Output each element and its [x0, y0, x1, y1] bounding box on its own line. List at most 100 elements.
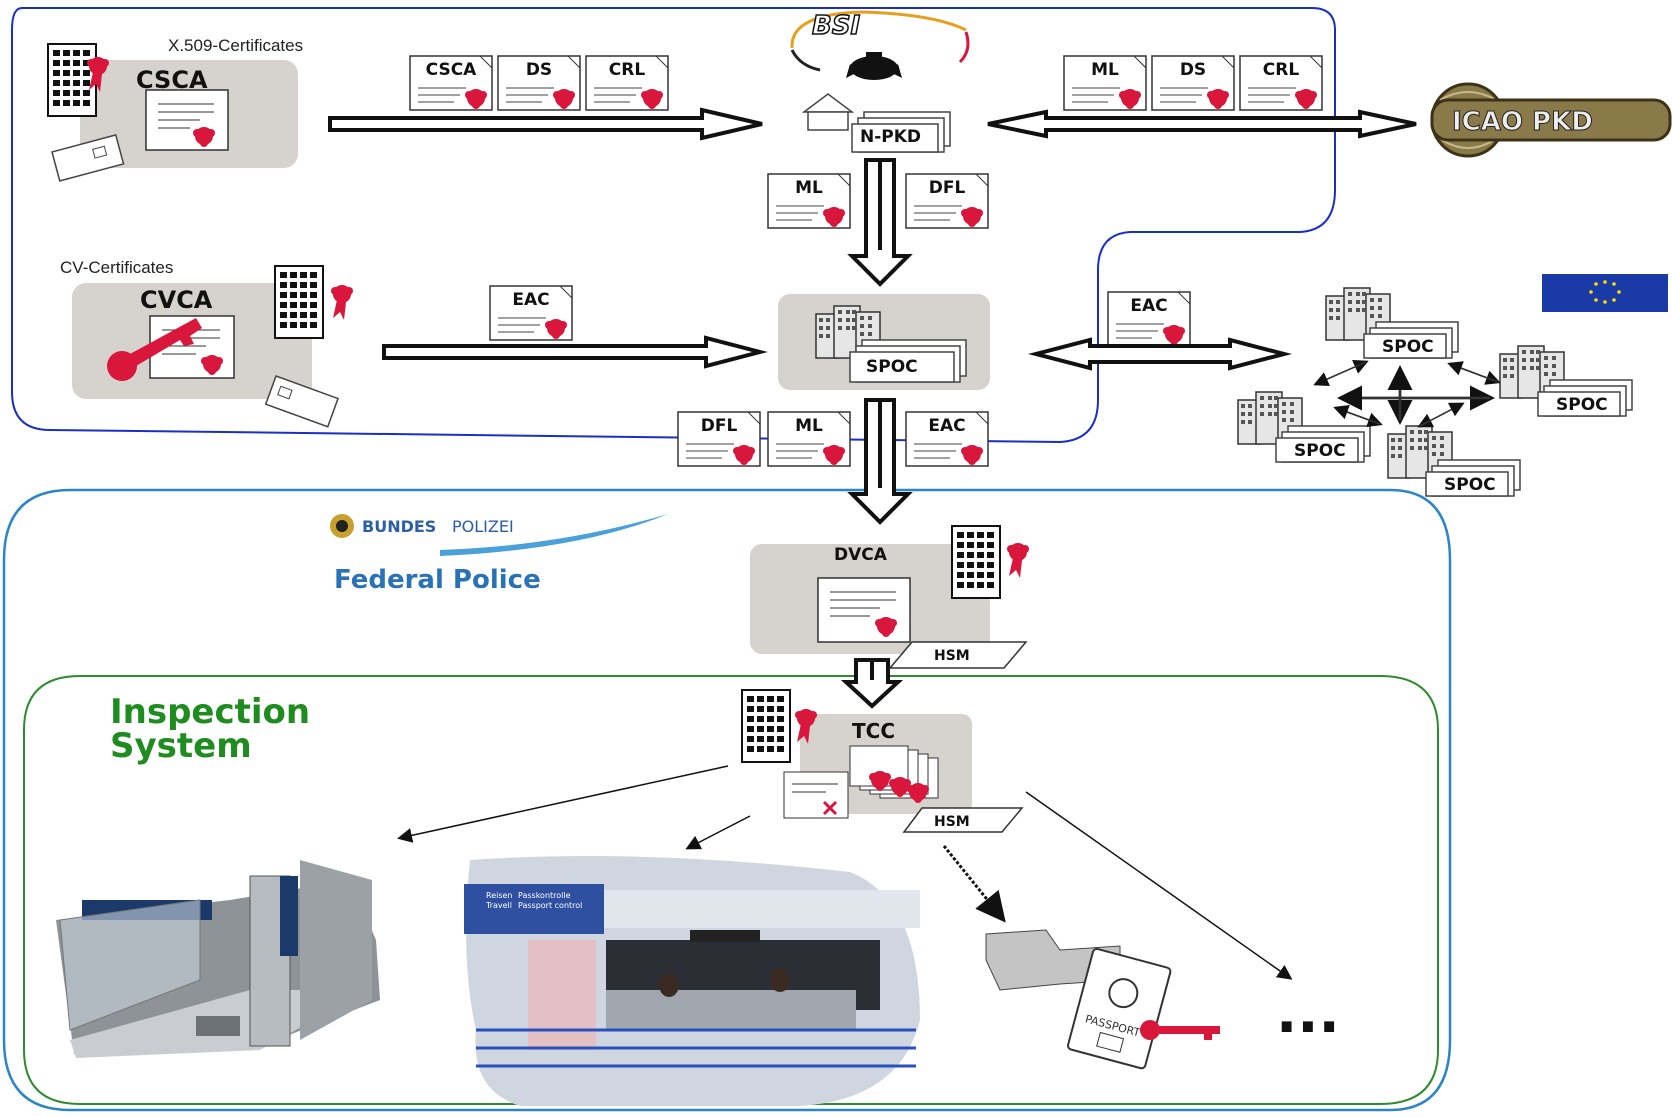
inspection-title-line1: Inspection [110, 692, 310, 732]
building-icon [741, 689, 791, 763]
document-icon: EAC [489, 285, 573, 341]
hsm-tcc-label: HSM [934, 814, 970, 830]
seal-icon [331, 285, 353, 320]
cv-certificates-label: CV-Certificates [60, 258, 173, 277]
document-icon: DFL [905, 173, 989, 229]
eagle-icon [846, 52, 902, 80]
spoc-network-arrows [1313, 359, 1501, 428]
document-icon: EAC [905, 411, 989, 467]
spoc-network-node: SPOC [1387, 425, 1521, 497]
cvca-node: CVCA [72, 265, 353, 428]
certificate-stack-icon [849, 745, 939, 803]
bsi-logo: BSI [790, 10, 970, 80]
tcc-label: TCC [852, 719, 895, 743]
document-icon: ML [767, 173, 851, 229]
document-icon: ML [767, 411, 851, 467]
spoc-central-node: SPOC [778, 294, 990, 390]
spoc-network-label: SPOC [1294, 441, 1346, 461]
document-icon: ML [1063, 55, 1147, 111]
hsm-dvca-label: HSM [934, 648, 970, 664]
bsi-zone-border [11, 7, 1336, 444]
spoc-network-label: SPOC [1444, 475, 1496, 495]
arrow-npkd-to-spoc [847, 158, 913, 287]
arrow-dvca-to-tcc [840, 658, 904, 709]
spoc-label: SPOC [866, 357, 918, 377]
document-icon: CRL [1239, 55, 1323, 111]
egate-image [56, 860, 380, 1058]
certificate-icon [817, 577, 911, 643]
document-label: DS [1180, 60, 1206, 80]
document-label: DS [526, 60, 552, 80]
seal-icon [87, 57, 109, 92]
building-icon [274, 265, 324, 339]
tcc-node: TCC HSM [741, 689, 1024, 833]
inspection-title-line2: System [110, 726, 252, 766]
bundespolizei-logo: BUNDES POLIZEI [330, 514, 668, 556]
sign1-line2: Travellers [485, 901, 524, 910]
x509-label: X.509-Certificates [168, 36, 303, 55]
smartcard-icon [51, 133, 125, 182]
spoc-network-label: SPOC [1382, 337, 1434, 357]
spoc-network-node: SPOC [1499, 345, 1633, 417]
ellipsis-more: ... [1276, 981, 1340, 1046]
spoc-network-node: SPOC [1325, 287, 1459, 359]
passport-control-image: Reisende Travellers Passkontrolle Passpo… [464, 856, 920, 1106]
document-label: ML [1091, 60, 1119, 80]
npkd-label: N-PKD [860, 127, 921, 147]
eu-flag-icon [1542, 274, 1668, 312]
document-label: DFL [701, 416, 738, 436]
document-label: CRL [609, 60, 646, 80]
dvca-label: DVCA [834, 545, 888, 565]
seal-icon [795, 709, 817, 744]
sign2-line1: Passkontrolle [518, 891, 571, 900]
document-label: ML [795, 178, 823, 198]
document-label: CRL [1263, 60, 1300, 80]
arrow-npkd-icao [987, 109, 1417, 139]
document-label: EAC [928, 416, 965, 436]
spoc-network-node: SPOC [1237, 391, 1371, 463]
inspection-zone-border [23, 675, 1439, 1105]
csca-node: CSCA [47, 43, 298, 182]
document-icon: CSCA [409, 55, 493, 111]
red-key-icon [1140, 1020, 1220, 1040]
document-icon: DS [1151, 55, 1235, 111]
cvca-label: CVCA [140, 286, 213, 314]
police-logo-light: POLIZEI [452, 517, 514, 536]
npkd-node: N-PKD [801, 93, 951, 153]
federal-police-title: Federal Police [334, 565, 541, 595]
revoked-certificate-icon [783, 771, 849, 819]
hsm-tcc: HSM [902, 807, 1024, 833]
certificate-icon [145, 89, 229, 151]
bsi-logo-text: BSI [812, 11, 861, 41]
document-label: ML [795, 416, 823, 436]
arrow-spoc-eu [1028, 337, 1292, 371]
document-label: CSCA [426, 60, 478, 80]
building-icon [951, 525, 1001, 599]
icao-pkd-logo: ICAO PKD [1430, 82, 1672, 158]
document-icon: CRL [585, 55, 669, 111]
hsm-dvca: HSM [888, 641, 1028, 669]
document-icon: EAC [1107, 291, 1191, 347]
document-icon: DS [497, 55, 581, 111]
building-icon [47, 43, 97, 117]
icao-pkd-text: ICAO PKD [1452, 107, 1593, 137]
document-label: EAC [512, 290, 549, 310]
document-label: DFL [929, 178, 966, 198]
seal-icon [1007, 543, 1029, 578]
document-icon: DFL [677, 411, 761, 467]
key-icon [107, 318, 202, 381]
dvca-node: DVCA HSM [750, 525, 1029, 669]
tcc-distribution-arrows [397, 765, 1293, 980]
arrow-csca-to-npkd [328, 107, 763, 141]
police-logo-bold: BUNDES [362, 517, 436, 536]
smartcard-icon [264, 375, 339, 428]
sign1-line1: Reisende [486, 891, 523, 900]
spoc-network-label: SPOC [1556, 395, 1608, 415]
arrow-cvca-to-spoc [382, 335, 768, 369]
police-zone-border [2, 488, 1452, 1112]
document-label: EAC [1130, 296, 1167, 316]
sign2-line2: Passport control [518, 901, 582, 910]
sign-passport-control [512, 884, 604, 934]
